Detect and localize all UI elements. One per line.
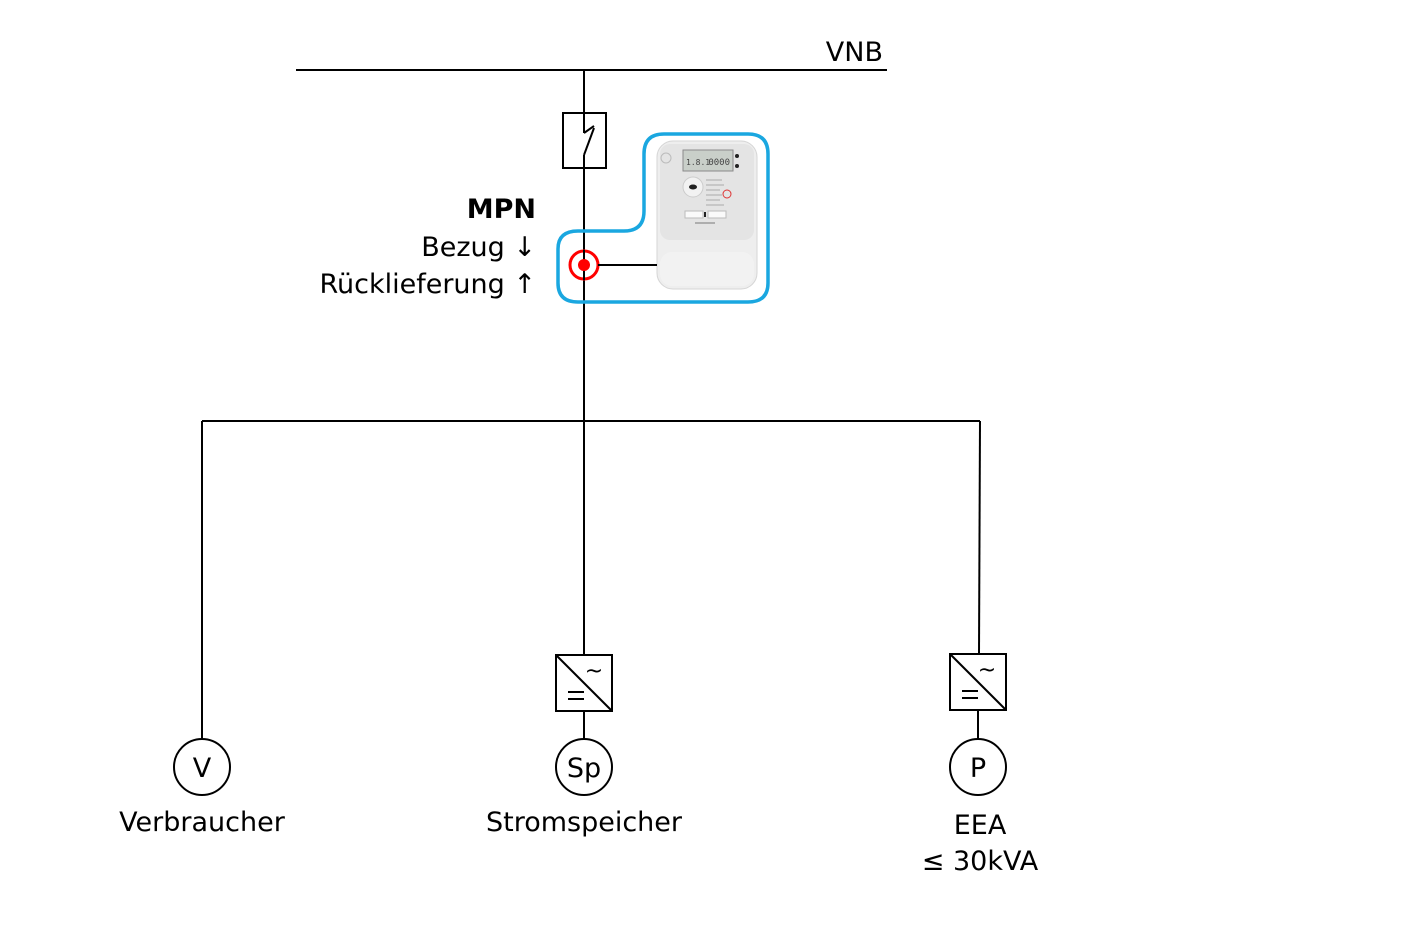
consumer-label: Verbraucher	[119, 807, 286, 838]
storage-label: Stromspeicher	[486, 807, 683, 838]
mpn-title: MPN	[467, 194, 536, 225]
eea-capacity-label: ≤ 30kVA	[922, 846, 1039, 877]
svg-text:~: ~	[585, 659, 603, 684]
inverter-icon: ~	[949, 653, 1007, 711]
meter-display-left: 1.8.1	[686, 158, 710, 167]
disconnect-switch-icon	[562, 112, 607, 169]
metering-highlight-outline	[556, 132, 770, 304]
pv-symbol-text: P	[970, 753, 986, 784]
branch-eea: ~ P EEA ≤ 30kVA	[922, 420, 1039, 877]
measuring-point-icon	[568, 249, 657, 281]
consumer-symbol-text: V	[193, 753, 212, 784]
eea-label: EEA	[954, 810, 1007, 841]
mpn-export-label: Rücklieferung ↑	[319, 269, 536, 300]
grid-label: VNB	[826, 37, 883, 68]
pv-symbol-icon	[949, 738, 1007, 796]
svg-text:~: ~	[978, 658, 996, 683]
mpn-import-label: Bezug ↓	[421, 232, 536, 263]
storage-symbol-text: Sp	[567, 753, 601, 784]
storage-symbol-icon	[555, 738, 613, 796]
consumer-symbol-icon	[173, 738, 231, 796]
inverter-icon: ~	[555, 654, 613, 712]
branch-verbraucher: V Verbraucher	[119, 421, 286, 838]
meter-display-right: 0000	[708, 158, 730, 168]
branch-stromspeicher: ~ Sp Stromspeicher	[486, 421, 683, 838]
smart-meter-icon: 1.8.1 0000	[656, 140, 758, 290]
